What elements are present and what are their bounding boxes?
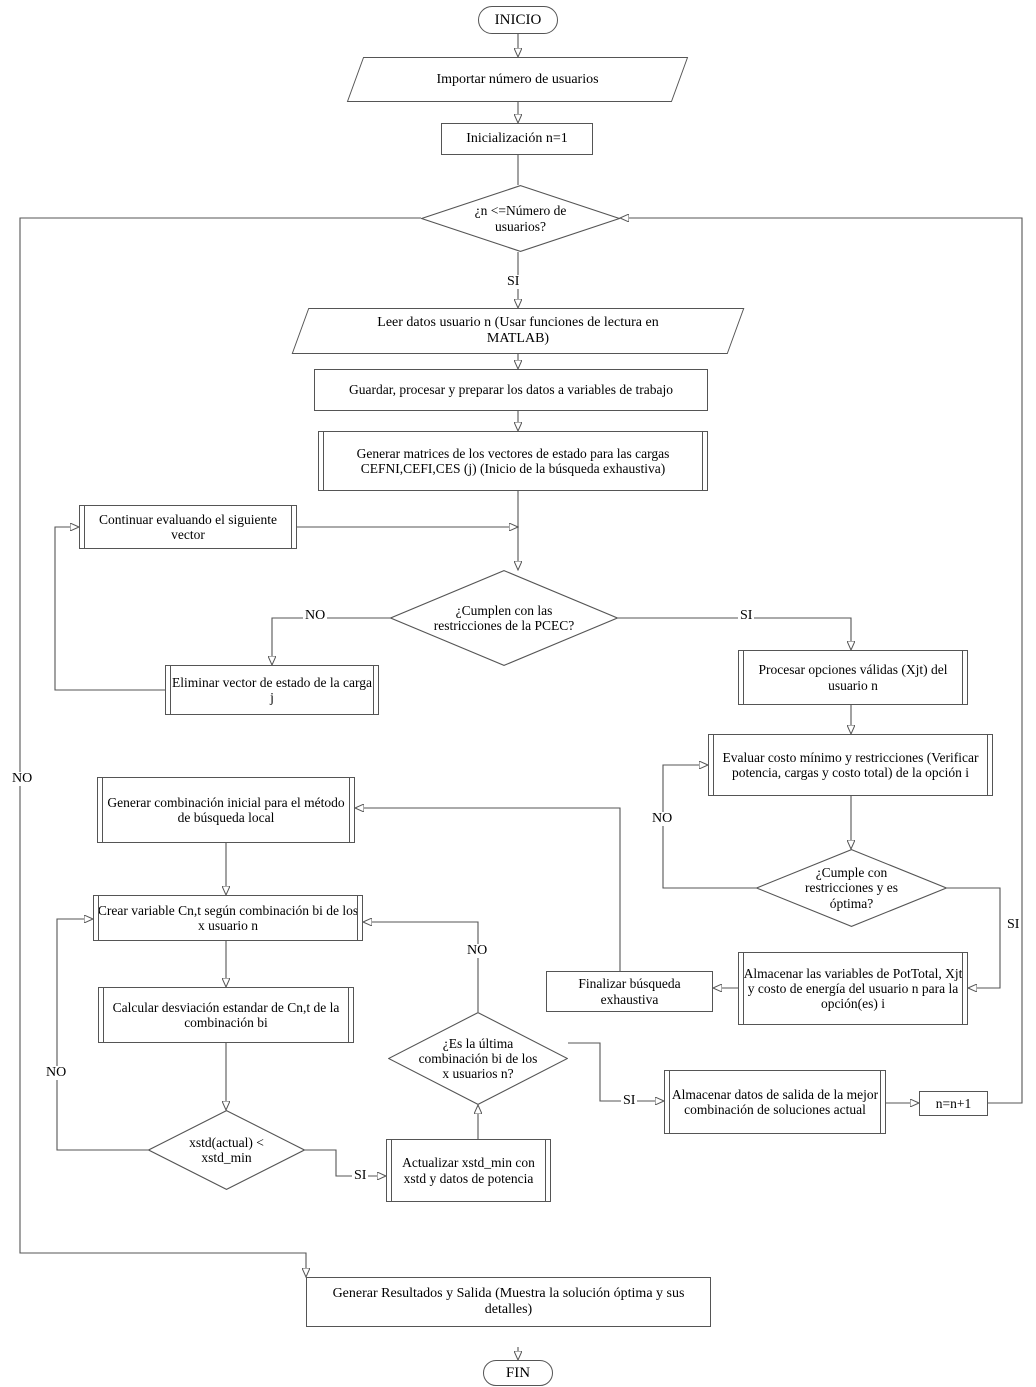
node-inicializacion[interactable]: Inicialización n=1	[441, 123, 593, 155]
edge-label-no-pcec: NO	[303, 608, 328, 623]
node-decision-xstd[interactable]: xstd(actual) < xstd_min	[148, 1110, 305, 1190]
node-decision-num-usuarios-label: ¿n <=Número de usuarios?	[474, 203, 567, 234]
edge-label-si-num-usuarios: SI	[505, 274, 522, 289]
node-almacenar-salida[interactable]: Almacenar datos de salida de la mejor co…	[664, 1070, 886, 1134]
node-generar-matrices[interactable]: Generar matrices de los vectores de esta…	[318, 431, 708, 491]
node-leer-datos-label: Leer datos usuario n (Usar funciones de …	[377, 315, 659, 346]
node-inicializacion-label: Inicialización n=1	[466, 131, 568, 147]
edge-label-no-num-usuarios: NO	[10, 771, 35, 786]
node-incrementar-n-label: n=n+1	[935, 1095, 972, 1111]
node-inicio[interactable]: INICIO	[478, 6, 558, 34]
node-guardar-procesar-label: Guardar, procesar y preparar los datos a…	[348, 382, 674, 398]
diamond-shape	[421, 185, 620, 252]
node-continuar-evaluando-label: Continuar evaluando el siguiente vector	[98, 511, 278, 542]
node-fin[interactable]: FIN	[483, 1360, 553, 1386]
node-decision-xstd-label: xstd(actual) < xstd_min	[189, 1134, 264, 1165]
node-almacenar-variables[interactable]: Almacenar las variables de PotTotal, Xjt…	[738, 952, 968, 1025]
edge-label-no-xstd: NO	[44, 1065, 69, 1080]
node-almacenar-variables-label: Almacenar las variables de PotTotal, Xjt…	[743, 965, 963, 1012]
node-crear-variable[interactable]: Crear variable Cn,t según combinación bi…	[93, 895, 363, 941]
node-decision-num-usuarios[interactable]: ¿n <=Número de usuarios?	[421, 185, 620, 252]
node-procesar-opciones-label: Procesar opciones válidas (Xjt) del usua…	[758, 662, 948, 693]
node-fin-label: FIN	[505, 1364, 531, 1381]
diamond-shape	[388, 1012, 568, 1105]
node-evaluar-costo[interactable]: Evaluar costo mínimo y restricciones (Ve…	[708, 734, 993, 796]
node-eliminar-vector[interactable]: Eliminar vector de estado de la carga j	[165, 665, 379, 715]
node-calcular-desviacion-label: Calcular desviación estandar de Cn,t de …	[112, 999, 340, 1030]
node-decision-pcec-label: ¿Cumplen con las restricciones de la PCE…	[433, 602, 575, 633]
node-decision-optima[interactable]: ¿Cumple con restricciones y es óptima?	[756, 849, 947, 927]
node-importar-usuarios[interactable]: Importar número de usuarios	[346, 57, 689, 102]
node-decision-pcec[interactable]: ¿Cumplen con las restricciones de la PCE…	[390, 570, 618, 666]
node-generar-matrices-label: Generar matrices de los vectores de esta…	[356, 445, 670, 476]
node-actualizar-xstd[interactable]: Actualizar xstd_min con xstd y datos de …	[386, 1139, 551, 1202]
node-finalizar-busqueda[interactable]: Finalizar búsqueda exhaustiva	[546, 971, 713, 1012]
edge-label-si-pcec: SI	[738, 608, 755, 623]
node-generar-resultados-label: Generar Resultados y Salida (Muestra la …	[332, 1286, 685, 1317]
node-guardar-procesar[interactable]: Guardar, procesar y preparar los datos a…	[314, 369, 708, 411]
edge-label-si-xstd: SI	[352, 1168, 369, 1183]
edge-label-si-optima: SI	[1005, 917, 1022, 932]
diamond-shape	[148, 1110, 305, 1190]
node-eliminar-vector-label: Eliminar vector de estado de la carga j	[172, 674, 372, 705]
diamond-shape	[390, 570, 618, 666]
node-continuar-evaluando[interactable]: Continuar evaluando el siguiente vector	[79, 505, 297, 549]
node-crear-variable-label: Crear variable Cn,t según combinación bi…	[97, 902, 359, 933]
node-incrementar-n[interactable]: n=n+1	[919, 1091, 988, 1116]
node-decision-ultima-combinacion-label: ¿Es la última combinación bi de los x us…	[418, 1035, 538, 1082]
diamond-shape	[756, 849, 947, 927]
node-procesar-opciones[interactable]: Procesar opciones válidas (Xjt) del usua…	[738, 650, 968, 705]
node-finalizar-busqueda-label: Finalizar búsqueda exhaustiva	[578, 976, 681, 1007]
node-decision-optima-label: ¿Cumple con restricciones y es óptima?	[805, 865, 898, 911]
node-inicio-label: INICIO	[494, 11, 542, 28]
node-actualizar-xstd-label: Actualizar xstd_min con xstd y datos de …	[402, 1155, 535, 1186]
edge-label-si-ultima: SI	[621, 1093, 638, 1108]
node-almacenar-salida-label: Almacenar datos de salida de la mejor co…	[671, 1086, 879, 1117]
node-generar-resultados[interactable]: Generar Resultados y Salida (Muestra la …	[306, 1277, 711, 1327]
node-decision-ultima-combinacion[interactable]: ¿Es la última combinación bi de los x us…	[388, 1012, 568, 1105]
node-evaluar-costo-label: Evaluar costo mínimo y restricciones (Ve…	[722, 749, 979, 780]
edge-label-no-optima: NO	[650, 811, 675, 826]
edge-label-no-ultima: NO	[465, 943, 490, 958]
node-generar-combinacion[interactable]: Generar combinación inicial para el méto…	[97, 777, 355, 843]
node-calcular-desviacion[interactable]: Calcular desviación estandar de Cn,t de …	[98, 987, 354, 1043]
node-importar-usuarios-label: Importar número de usuarios	[436, 71, 599, 87]
node-leer-datos[interactable]: Leer datos usuario n (Usar funciones de …	[291, 308, 745, 354]
node-generar-combinacion-label: Generar combinación inicial para el méto…	[107, 794, 345, 825]
